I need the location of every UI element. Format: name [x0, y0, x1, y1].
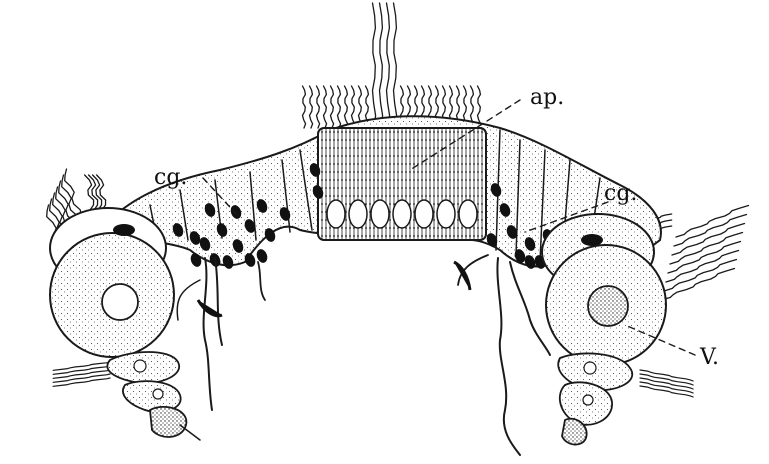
label-cg-left: cg. [154, 165, 187, 190]
central-cilia-tuft [303, 3, 481, 128]
lower-left-cilia [53, 362, 110, 386]
apical-columnar-cells [318, 128, 486, 240]
left-nerve-processes [177, 258, 265, 410]
left-vesicle [50, 208, 174, 357]
right-nerve-processes [454, 255, 550, 455]
right-vesicle [542, 214, 666, 365]
label-cg-right: cg. [604, 181, 637, 206]
lower-right-cells [558, 353, 632, 444]
label-ap: ap. [530, 85, 564, 110]
lower-right-cilia [640, 370, 693, 397]
lower-left-cells [107, 352, 200, 440]
label-v: V. [699, 345, 719, 370]
